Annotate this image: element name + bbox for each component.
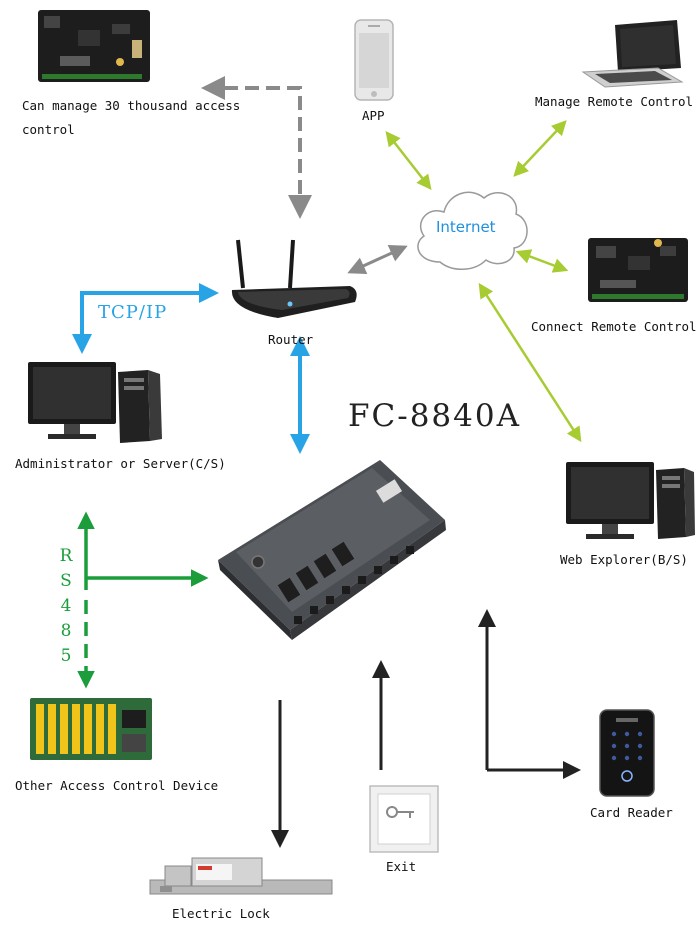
rs485-char: R: [59, 546, 73, 566]
manage-30k-line1: Can manage 30 thousand access: [22, 98, 241, 113]
desktop-icon: [28, 362, 162, 443]
io-arrows: [271, 609, 581, 848]
product-title: FC-8840A: [348, 398, 521, 434]
cloud-icon: [417, 191, 528, 270]
manage-30k-line2: control: [22, 121, 75, 137]
connect-remote-label: Connect Remote Control: [531, 319, 697, 334]
manage-30k-label: Can manage 30 thousand access control: [22, 94, 240, 142]
web-explorer-label: Web Explorer(B/S): [560, 552, 688, 567]
rs485-char: 5: [60, 646, 72, 666]
admin-server-label: Administrator or Server(C/S): [15, 456, 226, 471]
laptop-icon: [581, 20, 684, 88]
controller-icon: [588, 238, 688, 302]
rs485-char: 4: [60, 596, 72, 616]
card-reader-label: Card Reader: [590, 805, 673, 820]
exit-button-icon: [369, 785, 439, 853]
manage-remote-label: Manage Remote Control: [535, 94, 694, 109]
electric-lock-label: Electric Lock: [172, 906, 270, 921]
router-icon: [231, 239, 357, 318]
tcp-arrows: [72, 283, 310, 454]
rs485-arrows: [77, 511, 209, 689]
app-label: APP: [362, 108, 385, 123]
lock-icon: [149, 857, 333, 895]
internet-arrows: [385, 120, 582, 443]
phone-icon: [354, 19, 394, 101]
relay-board-icon: [30, 698, 152, 760]
router-internet-arrow: [347, 245, 408, 274]
rs485-char: 8: [60, 621, 72, 641]
other-device-label: Other Access Control Device: [15, 778, 219, 793]
rs485-label: R S 4 8 5: [58, 544, 74, 669]
rs485-char: S: [60, 571, 72, 591]
exit-label: Exit: [386, 859, 417, 874]
controller-icon: [218, 460, 446, 640]
tcp-ip-label: TCP/IP: [98, 302, 168, 323]
internet-label: Internet: [436, 218, 496, 236]
board-icon: [38, 10, 150, 82]
grey-dashed-arrow: [201, 76, 312, 219]
desktop-icon: [566, 462, 695, 539]
card-reader-icon: [599, 709, 655, 797]
router-label: Router: [268, 332, 314, 347]
